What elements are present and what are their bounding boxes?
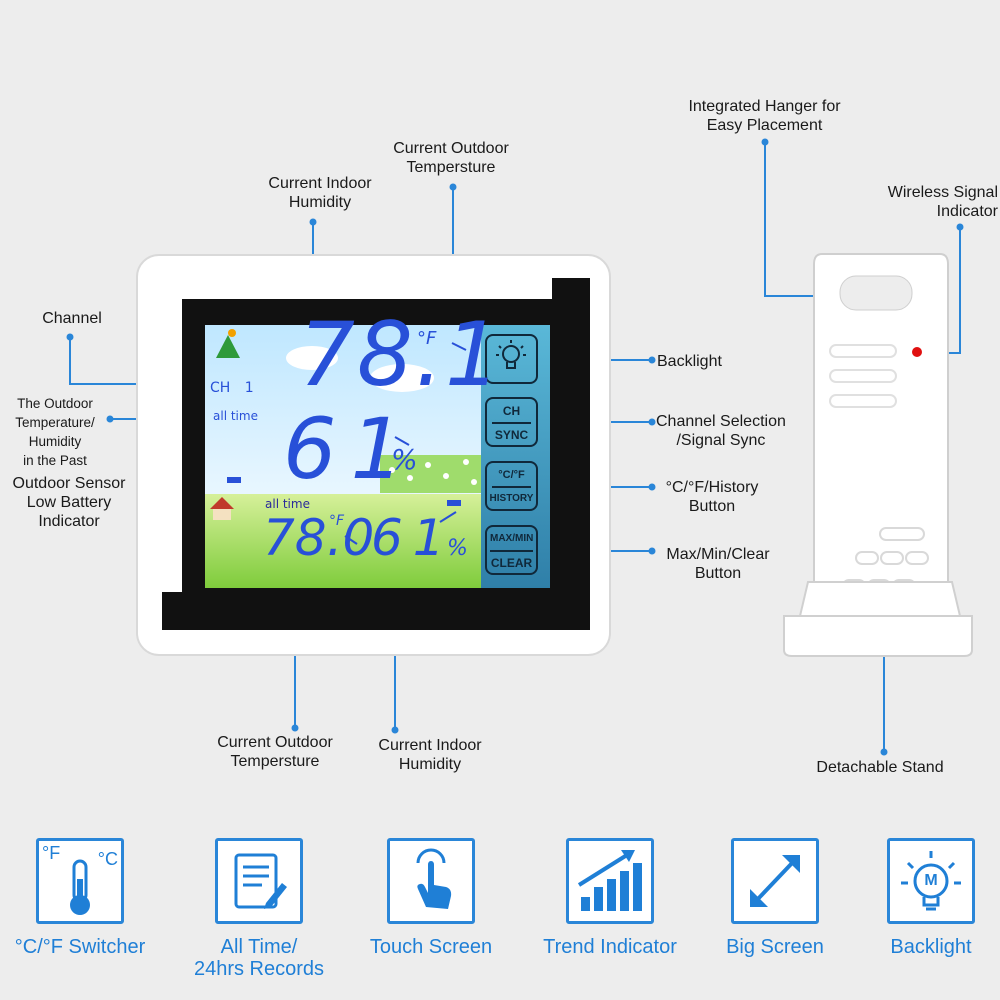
- feature-label-line-2: 24hrs Records: [193, 958, 325, 980]
- callout-line-1: Current Outdoor: [217, 734, 333, 751]
- cf-history-button[interactable]: °C/°F HISTORY: [486, 462, 537, 510]
- callout-maxmin-button: Max/Min/Clear Button: [656, 545, 780, 583]
- callout-history-button: °C/°F/History Button: [656, 478, 768, 516]
- records-icon: [234, 853, 287, 909]
- callout-line-3: Humidity: [28, 434, 82, 449]
- callout-line-2: Easy Placement: [706, 117, 823, 134]
- top-temperature-unit: °F: [417, 328, 437, 349]
- feature-label: °C/°F Switcher: [14, 936, 146, 958]
- clear-button-label: CLEAR: [490, 556, 533, 570]
- callout-line-2: Humidity: [398, 756, 462, 773]
- feature-icon-box: [731, 838, 819, 924]
- callout-line-2: Tempersture: [230, 753, 320, 770]
- feature-icon-box: M: [887, 838, 975, 924]
- unit-f-label: °F: [42, 843, 61, 863]
- callout-line-2: Temperature/: [15, 415, 95, 430]
- feature-label-line-1: All Time/: [220, 936, 298, 958]
- feature-icon-box: [566, 838, 654, 924]
- bottom-humidity-percent: %: [447, 536, 468, 561]
- feature-label: Backlight: [890, 936, 972, 958]
- callout-line-2: Button: [694, 565, 742, 582]
- sync-button-label: SYNC: [494, 428, 529, 442]
- feature-trend-indicator: Trend Indicator: [535, 838, 685, 958]
- feature-label: All Time/ 24hrs Records: [184, 936, 334, 980]
- callout-line-1: °C/°F/History: [665, 479, 759, 496]
- callout-line-1: Wireless Signal: [887, 184, 998, 201]
- feature-big-screen: Big Screen: [700, 838, 850, 958]
- callout-hanger: Integrated Hanger for Easy Placement: [662, 97, 867, 135]
- top-temperature-reading: 78.1: [299, 303, 503, 406]
- callout-line-1: Current Indoor: [268, 175, 372, 192]
- callout-line-4: in the Past: [23, 453, 87, 468]
- feature-icon-box: °F °C: [36, 838, 124, 924]
- feature-label: Big Screen: [726, 936, 824, 958]
- unit-c-label: °C: [97, 849, 118, 869]
- feature-cf-switcher: °F °C °C/°F Switcher: [5, 838, 155, 958]
- callout-indoor-humidity-bottom: Current Indoor Humidity: [360, 736, 500, 774]
- display-unit: [136, 254, 611, 656]
- touch-icon: [416, 848, 452, 909]
- channel-label-text: CH: [210, 380, 231, 396]
- ch-button-label: CH: [492, 400, 531, 424]
- callout-line-2: Tempersture: [406, 159, 496, 176]
- callout-channel-sync: Channel Selection /Signal Sync: [656, 412, 786, 450]
- callout-backlight: Backlight: [657, 353, 722, 370]
- bottom-humidity-reading: 61: [371, 509, 455, 567]
- callout-past-records: The Outdoor Temperature/ Humidity in the…: [0, 394, 110, 470]
- callout-outdoor-temp-top: Current Outdoor Tempersture: [376, 139, 526, 177]
- maxmin-clear-button[interactable]: MAX/MIN CLEAR: [486, 526, 537, 574]
- bottom-temperature-reading: 78.0: [263, 509, 375, 567]
- callout-line-1: Outdoor Sensor: [12, 475, 126, 492]
- bulb-icon: [901, 851, 961, 911]
- expand-icon: [750, 855, 800, 907]
- trend-icon: [577, 850, 642, 911]
- feature-icon-box: [387, 838, 475, 924]
- bottom-temperature-unit: °F: [329, 513, 345, 529]
- callout-line-1: Current Outdoor: [393, 140, 509, 157]
- channel-label: CH 1: [210, 380, 254, 396]
- cf-button-label: °C/°F: [492, 464, 531, 488]
- feature-icon-box: [215, 838, 303, 924]
- feature-label: Touch Screen: [369, 936, 493, 958]
- callout-line-2: Indicator: [936, 203, 998, 220]
- callout-line-2: Humidity: [288, 194, 352, 211]
- callout-wireless: Wireless Signal Indicator: [858, 183, 998, 221]
- maxmin-button-label: MAX/MIN: [490, 528, 533, 552]
- top-humidity-reading: 61: [283, 400, 418, 498]
- backlight-button[interactable]: [486, 335, 537, 383]
- feature-records: All Time/ 24hrs Records: [184, 838, 334, 980]
- feature-label: Trend Indicator: [543, 936, 677, 958]
- callout-line-2: Low Battery: [26, 494, 112, 511]
- all-time-label-top: all time: [213, 409, 258, 423]
- all-time-label-bottom: all time: [265, 497, 310, 511]
- callout-detachable-stand: Detachable Stand: [816, 759, 944, 776]
- callout-outdoor-temp-bottom: Current Outdoor Tempersture: [200, 733, 350, 771]
- thermometer-icon: [70, 859, 90, 915]
- callout-line-1: Integrated Hanger for: [688, 98, 841, 115]
- callout-line-1: Channel Selection: [656, 413, 786, 430]
- callout-line-1: The Outdoor: [17, 396, 93, 411]
- ch-sync-button[interactable]: CH SYNC: [486, 398, 537, 446]
- callout-line-1: Current Indoor: [378, 737, 482, 754]
- backlight-bulb-icon: [496, 340, 526, 369]
- feature-touch-screen: Touch Screen: [356, 838, 506, 958]
- callout-line-2: /Signal Sync: [676, 432, 766, 449]
- outdoor-sensor: [783, 253, 973, 657]
- history-button-label: HISTORY: [489, 493, 534, 504]
- bulb-letter: M: [924, 872, 938, 889]
- callout-channel: Channel: [42, 310, 102, 327]
- channel-value: 1: [244, 380, 254, 396]
- top-humidity-percent: %: [391, 443, 418, 476]
- callout-line-1: Max/Min/Clear: [666, 546, 770, 563]
- callout-indoor-humidity-top: Current Indoor Humidity: [250, 174, 390, 212]
- lcd-screen: 78.1 °F CH 1 all time 61 % all time 78.0…: [205, 311, 501, 588]
- callout-line-3: Indicator: [38, 513, 100, 530]
- callout-low-battery: Outdoor Sensor Low Battery Indicator: [0, 474, 138, 531]
- callout-line-2: Button: [688, 498, 736, 515]
- feature-backlight: M Backlight: [856, 838, 1000, 958]
